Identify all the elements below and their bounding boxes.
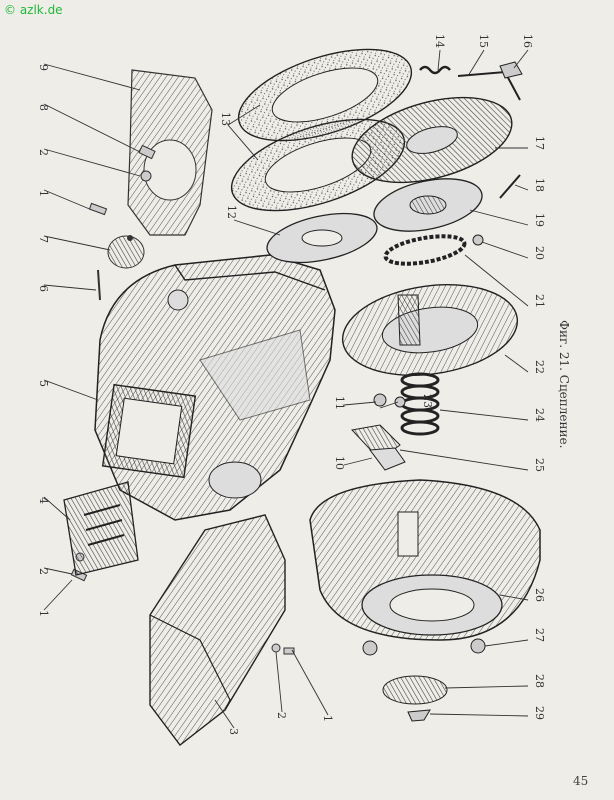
spring-ring [383,234,467,266]
callout-8: 8 [37,104,50,111]
callout-2-mid: 2 [37,568,50,575]
callout-6: 6 [37,285,50,292]
driven-disc [351,96,513,184]
callout-14: 14 [433,34,446,48]
callout-2-top: 2 [37,149,50,156]
figure-caption: Фиг. 21. Сцепление. [557,320,571,448]
cover-plate-part [107,235,145,269]
small-springs [419,61,523,246]
callout-18: 18 [533,178,546,192]
callout-1-bottom: 1 [321,715,334,722]
watermark: © azlk.de [4,3,63,17]
callout-13: 13 [219,112,232,126]
callout-11: 11 [333,396,346,410]
bell-housing [309,479,541,641]
callout-15: 15 [477,34,490,48]
bracket-part [127,69,213,236]
callout-3: 3 [227,728,240,735]
callout-24: 24 [533,408,546,422]
callout-27: 27 [533,628,546,642]
callout-7: 7 [37,236,50,243]
callout-1-mid: 1 [37,610,50,617]
callout-10: 10 [333,456,346,470]
callout-1-top: 1 [37,190,50,197]
coil-spring [400,372,440,436]
callout-22: 22 [533,360,546,374]
callout-29: 29 [533,706,546,720]
lower-pan [149,514,286,746]
callout-12: 12 [225,205,238,219]
callout-9: 9 [37,64,50,71]
page-number: 45 [573,774,589,788]
callout-19: 19 [533,213,546,227]
clutch-cover [341,284,519,376]
hardware-small [362,638,486,722]
callout-21: 21 [533,294,546,308]
pressure-plate [373,178,483,232]
callout-25: 25 [533,458,546,472]
callout-23: 23 [421,394,434,408]
callout-28: 28 [533,674,546,688]
leader-lines [43,49,529,729]
callout-16: 16 [521,34,534,48]
release-levers [351,393,406,471]
callout-2-bottom: 2 [275,712,288,719]
callout-17: 17 [533,136,546,150]
callout-20: 20 [533,246,546,260]
callout-labels: 9 8 2 1 7 6 5 4 2 1 3 2 1 12 13 14 15 16… [37,34,546,735]
spacer-plate [266,212,378,264]
callout-26: 26 [533,588,546,602]
callout-4: 4 [37,497,50,504]
inspection-cover [63,481,139,576]
callout-5: 5 [37,380,50,387]
clutch-housing [94,254,336,521]
